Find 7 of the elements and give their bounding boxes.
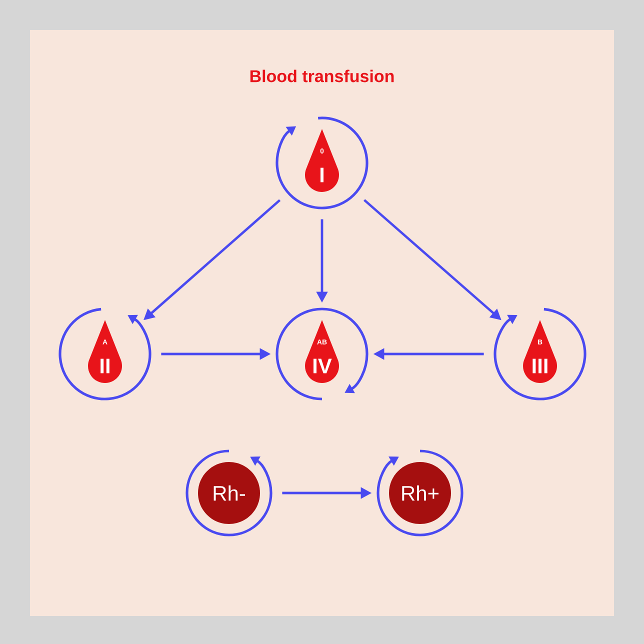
- group-numeral: III: [532, 358, 548, 374]
- group-numeral: IV: [314, 358, 332, 374]
- group-numeral: II: [100, 358, 110, 374]
- rh-disc: Rh-: [198, 462, 260, 524]
- rh-disc: Rh+: [389, 462, 451, 524]
- group-numeral: I: [320, 168, 324, 182]
- title: Blood transfusion: [250, 70, 394, 82]
